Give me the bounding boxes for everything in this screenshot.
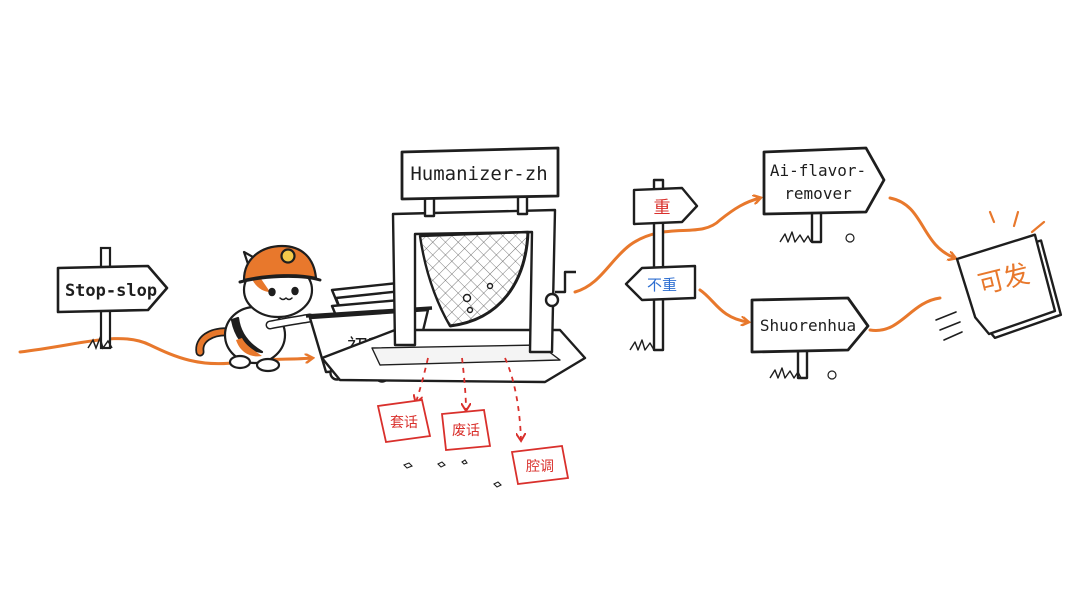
stop-slop-label: Stop-slop — [65, 281, 157, 301]
stop-slop-sign: Stop-slop — [56, 246, 169, 351]
waste-label: 废话 — [452, 423, 480, 439]
light-label: 不重 — [647, 276, 677, 294]
waste-card: 套话 — [376, 398, 432, 444]
fork-signpost: 重 不重 — [624, 178, 699, 352]
waste-fallout: 套话 废话 腔调 — [376, 357, 570, 488]
ai-flavor-remover-sign: Ai-flavor- remover — [762, 146, 886, 244]
humanizer-label: Humanizer-zh — [410, 163, 547, 185]
humanizer-machine: Humanizer-zh — [320, 146, 587, 384]
shuorenhua-sign: Shuorenhua — [750, 296, 870, 380]
waste-arrow — [416, 357, 429, 402]
heavy-label: 重 — [654, 198, 671, 218]
headlamp-icon — [280, 248, 296, 264]
path-fork-to-shuorenhua — [698, 288, 748, 322]
waste-card: 废话 — [441, 409, 492, 451]
crank-icon — [544, 292, 560, 308]
cat-miner — [195, 244, 322, 373]
publishable-document: 可发 — [935, 210, 1063, 341]
waste-arrow — [462, 357, 466, 410]
ai-flavor-label-line2: remover — [784, 184, 852, 203]
helmet-icon — [242, 244, 318, 282]
path-shuorenhua-to-output — [868, 296, 942, 332]
waste-label: 套话 — [390, 415, 418, 431]
waste-label: 腔调 — [526, 459, 554, 475]
ai-flavor-label-line1: Ai-flavor- — [770, 161, 866, 180]
path-machine-to-fork — [573, 198, 760, 294]
shuorenhua-label: Shuorenhua — [760, 316, 856, 335]
path-aiflavor-to-output — [888, 196, 955, 258]
waste-card: 腔调 — [510, 445, 570, 485]
